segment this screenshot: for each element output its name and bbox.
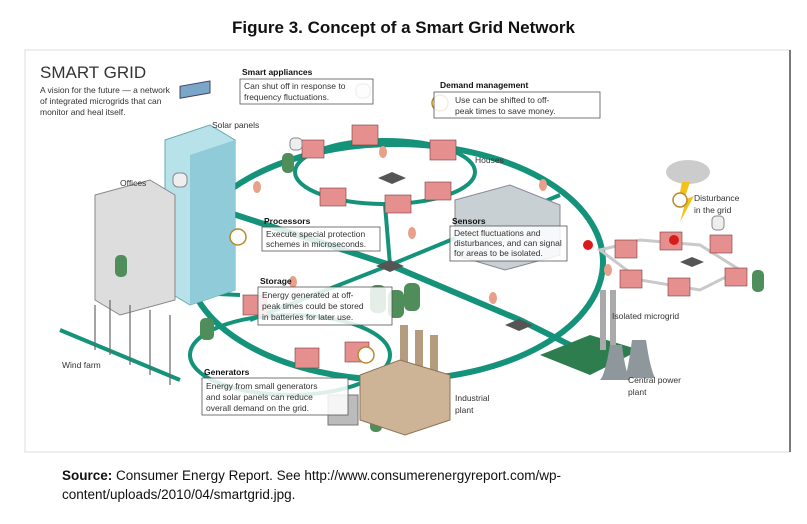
sensor-alert-icon xyxy=(583,240,593,250)
diagram-heading: SMART GRID xyxy=(40,63,146,82)
callout-text: Execute special protection xyxy=(266,229,365,239)
label-wind-farm: Wind farm xyxy=(62,360,101,370)
callout-text: frequency fluctuations. xyxy=(244,92,329,102)
label-central-power-plant: Central power xyxy=(628,375,681,385)
callout-box xyxy=(201,377,349,416)
microgrid-alert-icon xyxy=(669,235,679,245)
callout-generators: Generators Energy from small generators … xyxy=(201,367,349,416)
central-power-plant xyxy=(540,290,655,380)
label-solar-panels: Solar panels xyxy=(212,120,259,130)
label-industrial-plant: Industrial xyxy=(455,393,490,403)
sensor-markers xyxy=(253,146,612,304)
callout-text: Energy from small generators xyxy=(206,381,318,391)
label-central-power-plant: plant xyxy=(628,387,647,397)
source-note: Source: Consumer Energy Report. See http… xyxy=(62,466,782,504)
callout-box xyxy=(257,286,393,326)
source-text: Consumer Energy Report. See http://www.c… xyxy=(62,468,561,502)
callout-title: Storage xyxy=(260,276,292,286)
description-line: monitor and heal itself. xyxy=(40,107,126,117)
label-disturbance: Disturbance xyxy=(694,193,740,203)
processor-chips xyxy=(376,172,704,331)
label-isolated-microgrid: Isolated microgrid xyxy=(612,311,679,321)
callout-title: Sensors xyxy=(452,216,486,226)
callout-text: for areas to be isolated. xyxy=(454,248,543,258)
figure-title: Figure 3. Concept of a Smart Grid Networ… xyxy=(232,18,575,37)
callout-sensors: Sensors Detect fluctuations and disturba… xyxy=(449,216,568,262)
callout-title: Processors xyxy=(264,216,311,226)
description-line: A vision for the future — a network xyxy=(40,85,171,95)
callout-text: peak times to save money. xyxy=(455,106,555,116)
callout-text: Detect fluctuations and xyxy=(454,228,541,238)
callout-text: and solar panels can reduce xyxy=(206,392,313,402)
callout-box xyxy=(433,91,601,119)
callout-box xyxy=(449,225,568,262)
smart-grid-diagram: SMART GRID A vision for the future — a n… xyxy=(24,49,791,453)
callout-storage: Storage Energy generated at off- peak ti… xyxy=(257,276,393,326)
houses xyxy=(242,124,748,369)
description-line: of integrated microgrids that can xyxy=(40,96,162,106)
callout-text: Use can be shifted to off- xyxy=(455,95,550,105)
callout-text: in batteries for later use. xyxy=(262,312,353,322)
callout-demand-management: Demand management Use can be shifted to … xyxy=(433,80,601,119)
callout-text: overall demand on the grid. xyxy=(206,403,309,413)
callout-title: Demand management xyxy=(440,80,528,90)
label-houses: Houses xyxy=(475,155,504,165)
callout-text: disturbances, and can signal xyxy=(454,238,562,248)
label-industrial-plant: plant xyxy=(455,405,474,415)
callout-title: Generators xyxy=(204,367,250,377)
callout-processors: Processors Execute special protection sc… xyxy=(261,216,381,252)
callout-text: Energy generated at off- xyxy=(262,290,354,300)
label-disturbance: in the grid xyxy=(694,205,732,215)
offices-building xyxy=(94,80,236,316)
callout-box xyxy=(239,78,374,105)
callout-title: Smart appliances xyxy=(242,67,313,77)
callout-text: schemes in microseconds. xyxy=(266,239,366,249)
callout-smart-appliances: Smart appliances Can shut off in respons… xyxy=(239,67,374,105)
callout-box xyxy=(261,226,381,252)
label-offices: Offices xyxy=(120,178,146,188)
source-label: Source: xyxy=(62,468,113,483)
wind-farm-turbines xyxy=(94,300,171,385)
callout-text: Can shut off in response to xyxy=(244,81,346,91)
callout-text: peak times could be stored xyxy=(262,301,364,311)
